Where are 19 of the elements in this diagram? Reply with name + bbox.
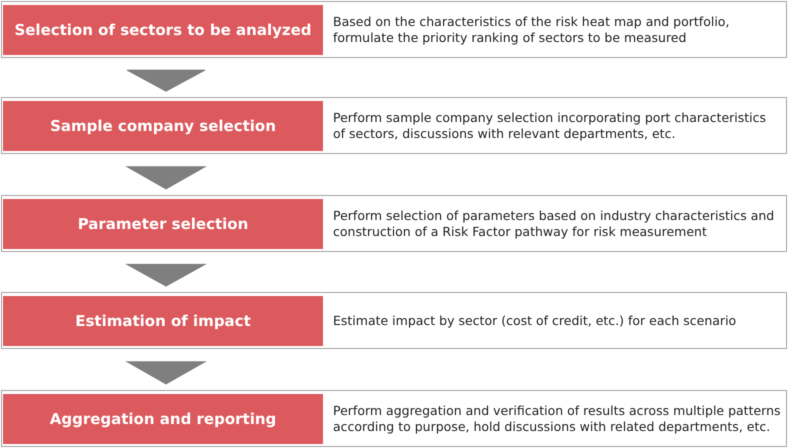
chevron-arrow <box>126 70 206 92</box>
step-description: Perform aggregation and verification of results across multiple patterns according to purpose, hold discussions with related departments, etc. <box>333 402 782 436</box>
step-description: Perform selection of parameters based on industry characteristics and construction of a Risk Factor pathway for risk measurement <box>333 206 776 241</box>
step-title: Selection of sectors to be analyzed <box>3 5 323 55</box>
chevron-arrow <box>125 166 207 190</box>
step-description: Estimate impact by sector (cost of credit, etc.) for each scenario <box>333 312 738 330</box>
chevron-arrow <box>125 361 207 384</box>
chevron-arrow <box>125 264 207 287</box>
step-title: Estimation of impact <box>3 296 323 346</box>
step-title: Aggregation and reporting <box>3 394 323 444</box>
step-row <box>1 1 787 58</box>
step-row <box>1 97 787 154</box>
step-title: Sample company selection <box>3 101 323 151</box>
step-description: Based on the characteristics of the risk heat map and portfolio, formulate the priority ranking of sectors to be measured <box>333 12 730 47</box>
step-row <box>1 292 787 349</box>
step-row <box>1 390 787 447</box>
step-description: Perform sample company selection incorporating port characteristics of sectors, discussions with relevant departments, etc. <box>333 108 768 143</box>
step-title: Parameter selection <box>3 199 323 249</box>
step-row <box>1 195 787 252</box>
